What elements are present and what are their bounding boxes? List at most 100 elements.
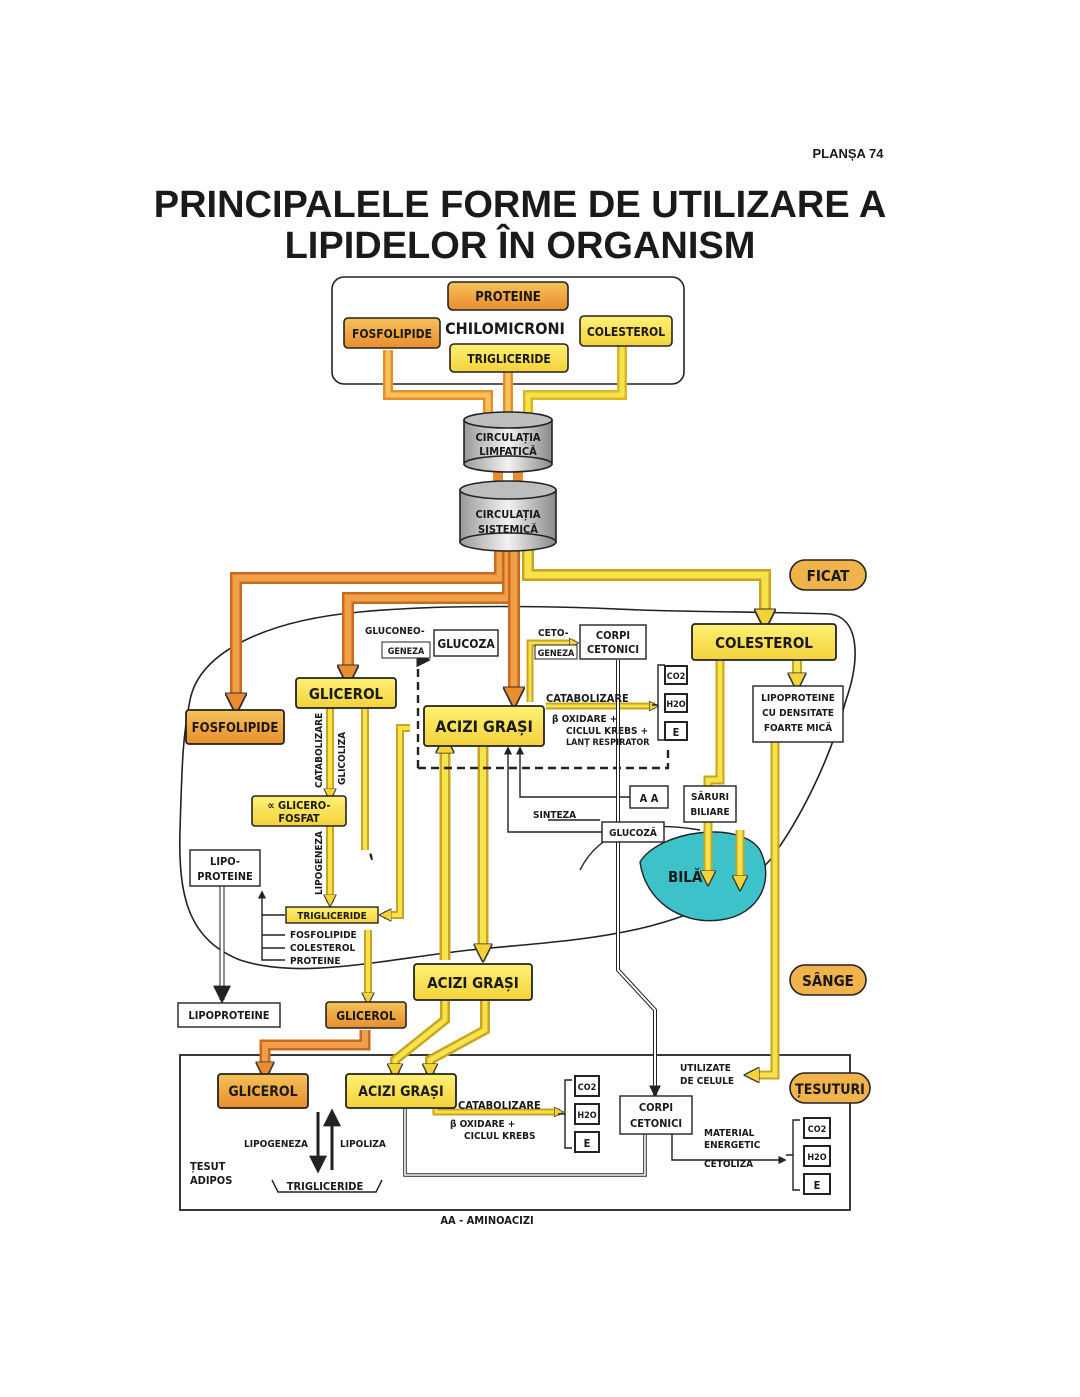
- acizi-grasi-liver-label: ACIZI GRAȘI: [435, 717, 533, 736]
- ficat-badge-label: FICAT: [807, 567, 850, 585]
- cetogeneza-label: GENEZA: [538, 649, 575, 659]
- limfatica-line2: LIMFATICĂ: [479, 445, 537, 458]
- saruri-biliare-box: [683, 785, 737, 823]
- liver-outline: [178, 605, 856, 970]
- trigliceride-top-box: [449, 343, 569, 373]
- trigliceride-liver-box: [285, 906, 379, 924]
- co2-tesut2-box: [803, 1117, 831, 1139]
- bila-label: BILĂ: [668, 867, 703, 886]
- colesterol-top-box: [579, 315, 673, 347]
- h2o-tesut-label: H2O: [577, 1111, 596, 1121]
- glicerol-tesut-label: GLICEROL: [228, 1084, 297, 1100]
- e-liver-box: [664, 721, 688, 741]
- co2-tesut-label: CO2: [578, 1083, 596, 1093]
- glicerofosfat-line1: ∝ GLICERO-: [268, 799, 331, 812]
- co2-liver-box: [664, 665, 688, 685]
- energetic-label: ENERGETIC: [704, 1140, 761, 1151]
- footnote: AA - AMINOACIZI: [440, 1214, 533, 1227]
- lipoproteine-sange-label: LIPOPROTEINE: [188, 1009, 269, 1022]
- beta-oxidare-liver-label: β OXIDARE +: [552, 714, 617, 725]
- glucoza2-label: GLUCOZĂ: [609, 826, 657, 839]
- tesuturi-badge: [789, 1072, 871, 1104]
- lipo-mica-line2: CU DENSITATE: [762, 708, 834, 719]
- acizi-grasi-liver-box: [423, 705, 545, 747]
- e-tesut2-label: E: [814, 1179, 821, 1192]
- h2o-liver-label: H2O: [666, 700, 685, 710]
- glicoliza-vertical: GLICOLIZA: [337, 732, 348, 785]
- glicerofosfat-line2: FOSFAT: [278, 812, 320, 825]
- beta-oxidare-tesut-label: β OXIDARE +: [450, 1119, 515, 1130]
- fosfolipide-liver-box: [185, 709, 285, 745]
- aa-box: [629, 785, 669, 809]
- bila-sac: [639, 831, 767, 922]
- h2o-tesut2-label: H2O: [807, 1153, 826, 1163]
- h2o-tesut-box: [574, 1103, 600, 1125]
- utilizate-line2: DE CELULE: [680, 1076, 734, 1087]
- corpi-cetonici-box: [579, 624, 647, 660]
- glicerol-sange-label: GLICEROL: [336, 1009, 396, 1023]
- glicerol-liver-label: GLICEROL: [309, 685, 384, 703]
- e-liver-label: E: [673, 726, 680, 739]
- tissue-frame: [179, 1054, 851, 1211]
- cetoliza-label: CETOLIZA: [704, 1159, 753, 1170]
- corpi-label: CORPI: [596, 629, 630, 642]
- acizi-grasi-tesut-box: [345, 1073, 457, 1109]
- lipoliza-tesut-label: LIPOLIZA: [340, 1139, 386, 1150]
- cetonici-tesut-label: CETONICI: [630, 1117, 682, 1130]
- glicerofosfat-box: [251, 795, 347, 827]
- page-title-line1: PRINCIPALELE FORME DE UTILIZARE A: [154, 184, 887, 226]
- sistemica-line1: CIRCULAȚIA: [475, 508, 540, 521]
- ceto-label: CETO-: [538, 628, 569, 639]
- cetonici-label: CETONICI: [587, 643, 639, 656]
- adipos-label: ADIPOS: [190, 1174, 232, 1187]
- ciclul-krebs-liver-label: CICLUL KREBS +: [566, 726, 648, 737]
- lipo-proteine-liver-box: [189, 849, 261, 887]
- glucoza-box: [433, 629, 499, 657]
- sange-badge: [789, 964, 867, 996]
- lipo-mica-line1: LIPOPROTEINE: [761, 693, 835, 704]
- sange-badge-label: SÂNGE: [802, 971, 854, 990]
- gluconeo-geneza-label: GENEZA: [388, 647, 425, 657]
- trigliceride-liver-label: TRIGLICERIDE: [297, 911, 367, 922]
- material-label: MATERIAL: [704, 1128, 755, 1139]
- utilizate-line1: UTILIZATE: [680, 1063, 731, 1074]
- trigliceride-top-label: TRIGLICERIDE: [467, 352, 550, 366]
- fosfolipide-list-label: FOSFOLIPIDE: [290, 930, 357, 941]
- thin-connectors: [213, 652, 800, 1193]
- colesterol-top-label: COLESTEROL: [587, 325, 665, 339]
- h2o-liver-box: [664, 693, 688, 713]
- cetogeneza-box: [534, 644, 578, 660]
- acizi-grasi-tesut-label: ACIZI GRAȘI: [358, 1084, 443, 1100]
- tesuturi-badge-label: ȚESUTURI: [795, 1082, 865, 1098]
- e-tesut-box: [574, 1131, 600, 1153]
- sinteza-label: SINTEZA: [533, 810, 576, 821]
- chilomicroni-label: CHILOMICRONI: [445, 319, 565, 338]
- corpi-tesut-label: CORPI: [639, 1101, 673, 1114]
- gluconeo-geneza-box: [381, 641, 431, 659]
- colesterol-list-label: COLESTEROL: [290, 943, 355, 954]
- h2o-tesut2-box: [803, 1145, 831, 1167]
- lipogeneza-vertical: LIPOGENEZA: [314, 831, 325, 895]
- proteine-list-label: PROTEINE: [290, 956, 340, 967]
- co2-liver-label: CO2: [667, 672, 685, 682]
- fosfolipide-top-box: [343, 317, 441, 349]
- lipogeneza-tesut-label: LIPOGENEZA: [244, 1139, 308, 1150]
- gluconeo-label: GLUCONEO-: [365, 626, 425, 637]
- glicerol-tesut-box: [217, 1073, 309, 1109]
- lipo-line2: PROTEINE: [197, 870, 253, 883]
- lipo-mica-line3: FOARTE MICĂ: [764, 721, 832, 734]
- proteine-box: [447, 281, 569, 311]
- circulatia-sistemica-cylinder: CIRCULAȚIA SISTEMICĂ: [459, 480, 557, 552]
- tesut-label: ȚESUT: [190, 1160, 226, 1173]
- glicerol-sange-box: [325, 1001, 407, 1029]
- saruri-line1: SĂRURI: [691, 790, 729, 803]
- glicerol-liver-box: [295, 677, 397, 709]
- aa-label: A A: [640, 792, 659, 805]
- catabolizare-tesut-label: CATABOLIZARE: [458, 1099, 541, 1112]
- acizi-grasi-sange-box: [413, 963, 533, 1001]
- fosfolipide-liver-label: FOSFOLIPIDE: [192, 721, 279, 736]
- colesterol-liver-label: COLESTEROL: [715, 634, 813, 652]
- sistemica-line2: SISTEMICĂ: [478, 523, 538, 536]
- fosfolipide-top-label: FOSFOLIPIDE: [352, 327, 432, 341]
